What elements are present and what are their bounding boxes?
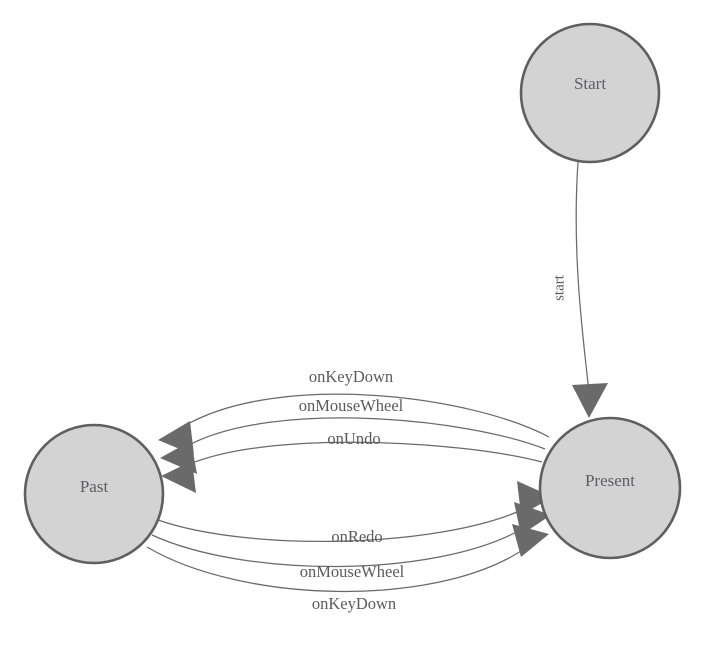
node-start-label: Start (574, 74, 606, 93)
edge-present-to-past-onundo-path (189, 441, 543, 465)
node-present-circle (538, 416, 682, 560)
edge-label-past-to-present-onmousewheel: onMouseWheel (300, 562, 405, 581)
arrowhead-past-to-present-onmousewheel (514, 502, 551, 535)
edge-label-past-to-present-onredo: onRedo (331, 527, 382, 546)
edge-label-past-to-present-onkeydown: onKeyDown (312, 594, 396, 613)
node-past-label: Past (80, 477, 109, 496)
edge-start-to-present-path (575, 161, 590, 393)
edge-present-to-past-onmousewheel-path (188, 417, 546, 450)
node-start-circle (519, 22, 661, 164)
edge-label-start: start (551, 274, 567, 301)
arrowhead-start-to-present (572, 383, 608, 418)
edge-past-to-present-onmousewheel-path (151, 528, 523, 568)
edge-past-to-present-onkeydown[interactable]: onKeyDown (146, 524, 549, 613)
edge-past-to-present-onmousewheel[interactable]: onMouseWheel (151, 502, 551, 581)
edge-label-present-to-past-onkeydown: onKeyDown (309, 367, 393, 386)
edge-past-to-present-onredo[interactable]: onRedo (157, 481, 553, 546)
node-past-circle (23, 423, 165, 565)
edge-past-to-present-onkeydown-path (146, 546, 522, 593)
arrowhead-past-to-present-onkeydown (512, 524, 549, 557)
node-present-label: Present (585, 471, 635, 490)
edge-present-to-past-onundo[interactable]: onUndo (161, 429, 543, 493)
edge-start-to-present[interactable]: start (551, 161, 608, 418)
node-past[interactable]: Past (23, 423, 165, 565)
edge-past-to-present-onredo-path (157, 508, 525, 543)
edge-label-present-to-past-onundo: onUndo (327, 429, 380, 448)
node-present[interactable]: Present (538, 416, 682, 560)
node-start[interactable]: Start (519, 22, 661, 164)
edge-label-present-to-past-onmousewheel: onMouseWheel (299, 396, 404, 415)
edge-present-to-past-onkeydown-path (185, 393, 550, 438)
arrowhead-present-to-past-onundo (161, 461, 196, 493)
